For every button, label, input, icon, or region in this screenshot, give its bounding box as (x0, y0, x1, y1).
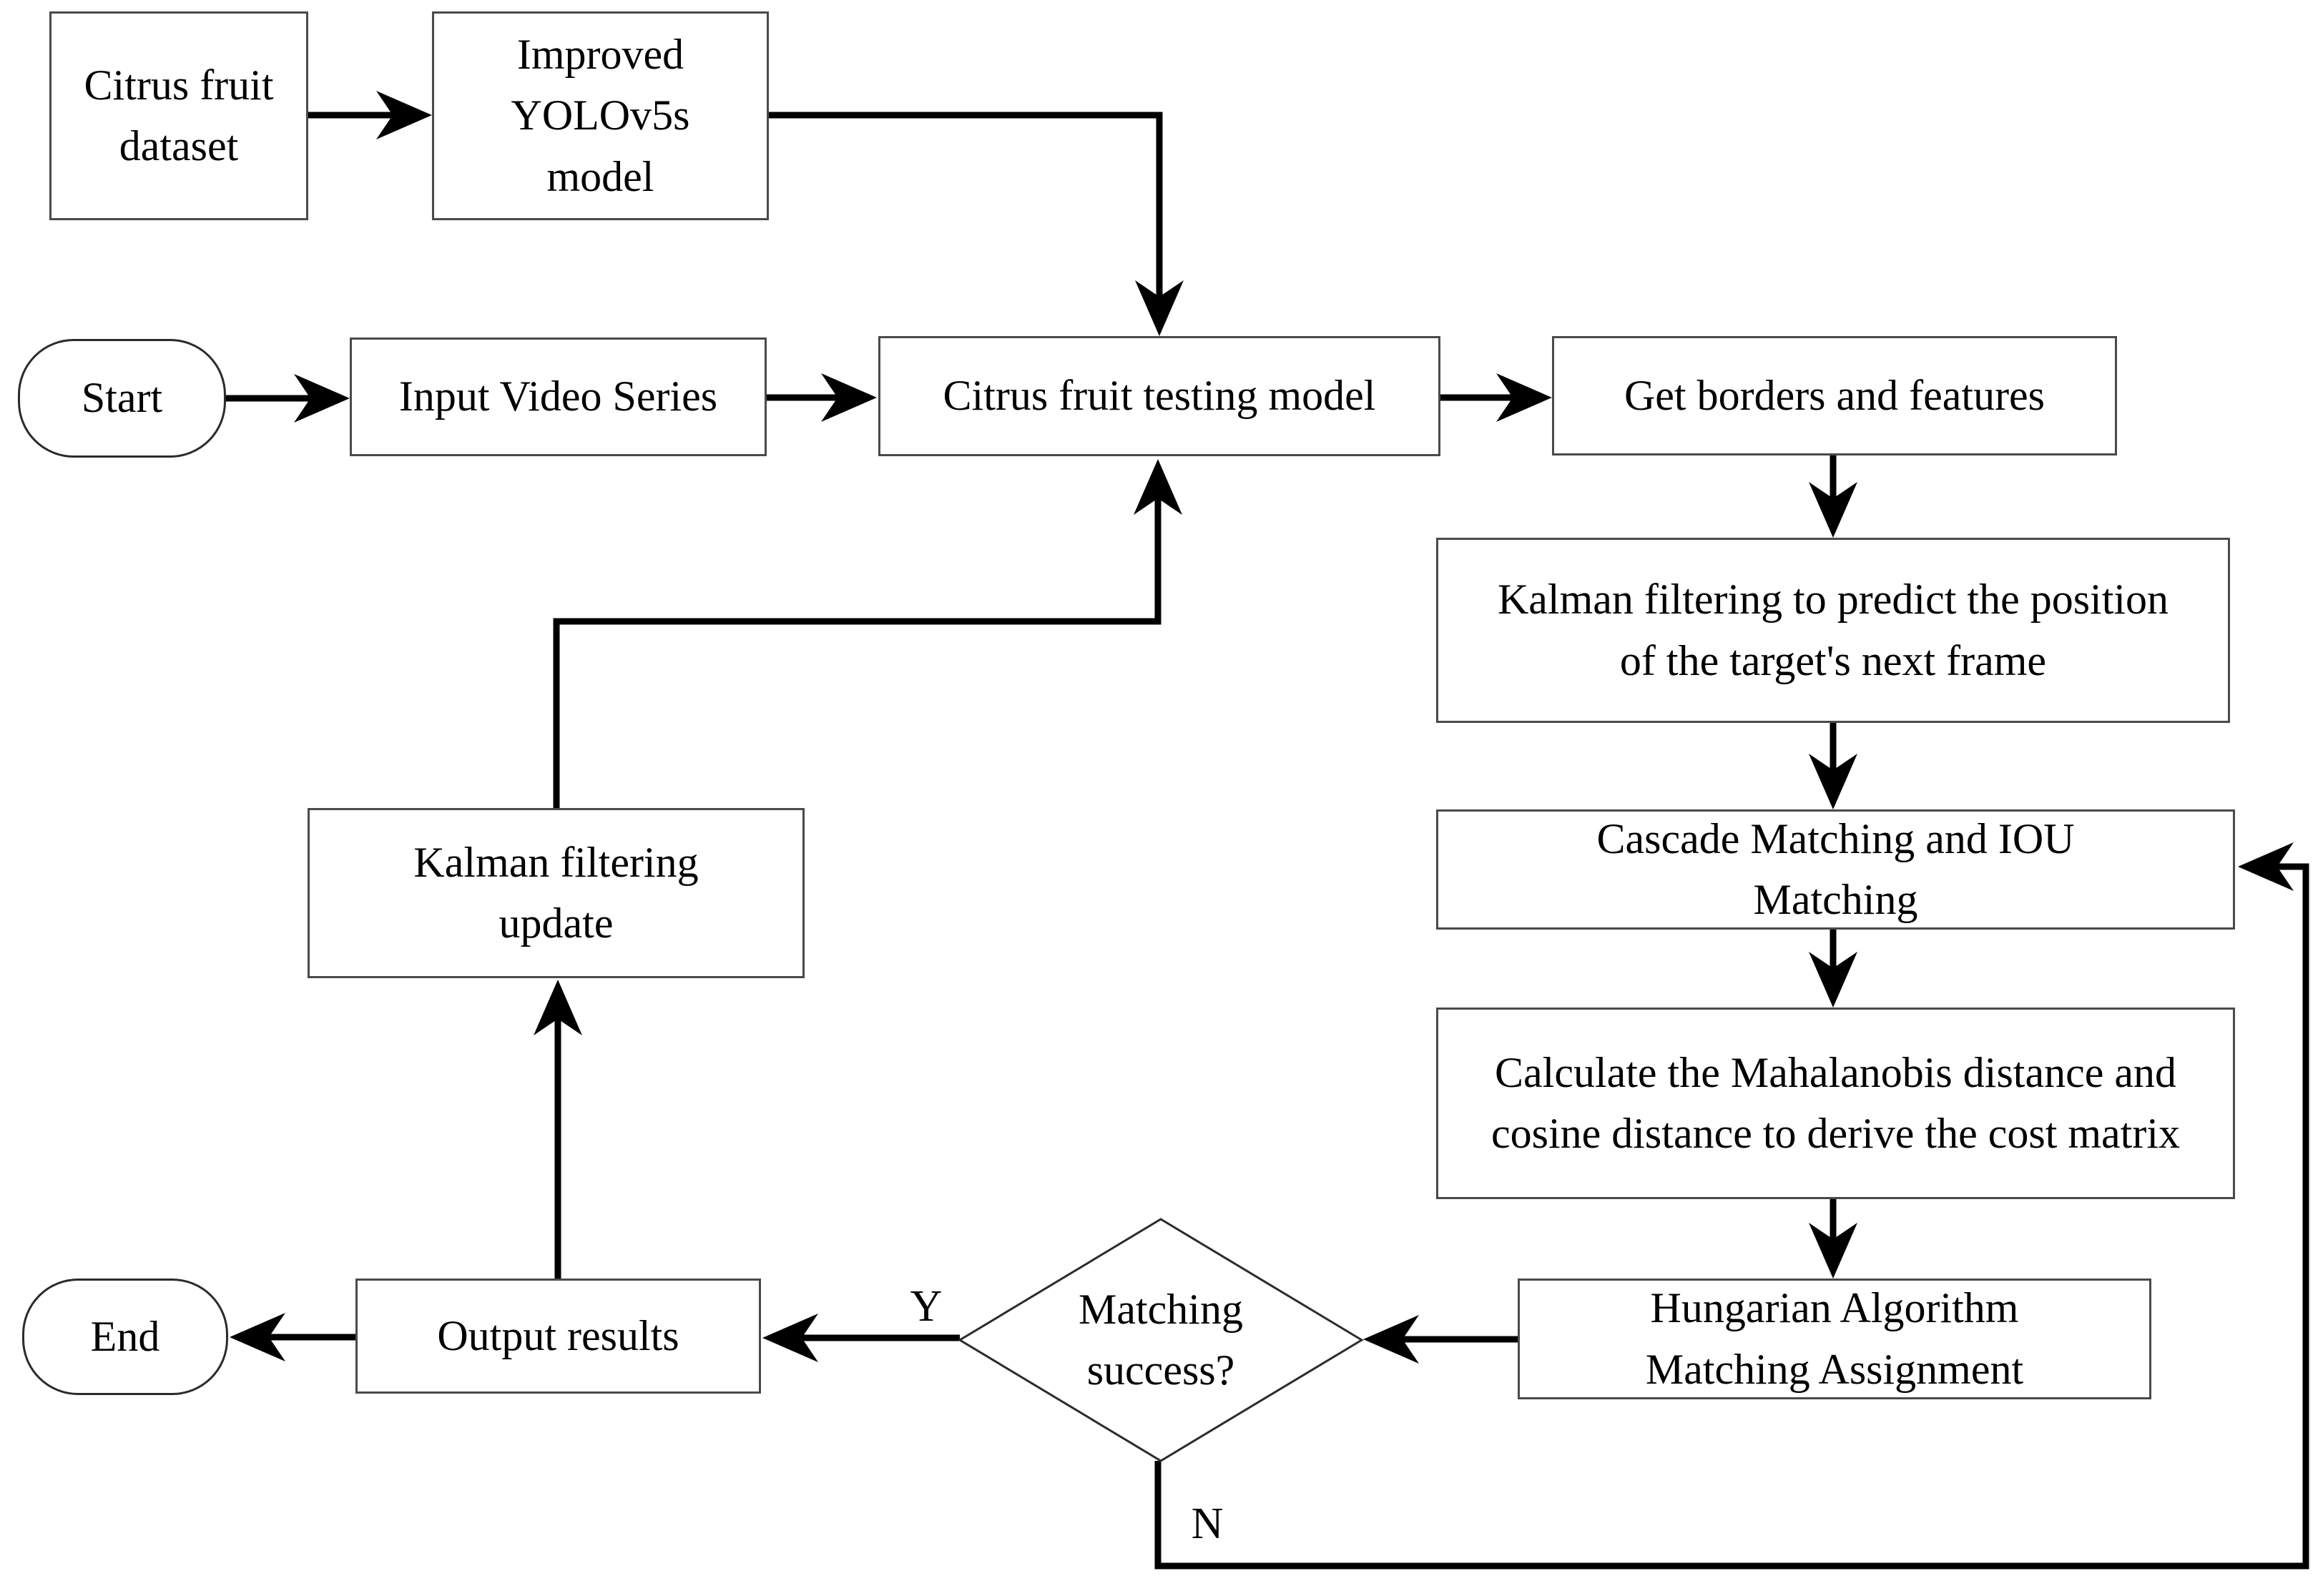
edge-label-yes: Y (890, 1280, 962, 1333)
node-decision-label-box: Matching success? (1011, 1269, 1311, 1412)
arrowhead-left-into-end (230, 1313, 285, 1361)
node-yolo-model-label: Improved YOLOv5s model (511, 31, 690, 200)
arrowhead-right-into-borders (1496, 373, 1552, 422)
node-citrus-dataset: Citrus fruit dataset (49, 11, 308, 220)
node-get-borders-label: Get borders and features (1624, 371, 2045, 419)
node-hungarian-label: Hungarian Algorithm Matching Assignment (1645, 1284, 2024, 1393)
arrowhead-up-into-kalmanupdate (534, 980, 582, 1035)
arrowhead-down-into-costmatrix (1809, 952, 1857, 1008)
node-output-results: Output results (355, 1279, 761, 1394)
node-kalman-predict: Kalman filtering to predict the position… (1436, 538, 2230, 723)
node-end: End (22, 1279, 228, 1395)
node-input-video-label: Input Video Series (398, 373, 718, 420)
arrowhead-down-into-cascade (1809, 754, 1857, 809)
arrowhead-down-into-kalmanpredict (1809, 482, 1857, 538)
node-cascade-matching-label: Cascade Matching and IOU Matching (1596, 814, 2075, 923)
arrowhead-right-into-input (294, 374, 350, 423)
node-citrus-dataset-label: Citrus fruit dataset (84, 61, 274, 169)
decision-diamond-shape (958, 1218, 1364, 1462)
node-testing-model: Citrus fruit testing model (878, 336, 1440, 456)
edge-decision-no-feedback (1154, 863, 2309, 1570)
arrowhead-left-into-cascade-feedback (2238, 842, 2294, 891)
arrowhead-down-into-testing (1135, 280, 1184, 336)
node-start-label: Start (81, 374, 163, 422)
node-cost-matrix: Calculate the Mahalanobis distance and c… (1436, 1008, 2235, 1199)
edge-yolo-to-testing (760, 112, 1163, 298)
node-decision-label: Matching success? (1079, 1285, 1243, 1394)
edge-label-yes-text: Y (910, 1281, 943, 1331)
node-output-results-label: Output results (437, 1311, 679, 1359)
node-cost-matrix-label: Calculate the Mahalanobis distance and c… (1490, 1048, 2181, 1157)
node-kalman-predict-label: Kalman filtering to predict the position… (1497, 576, 2169, 684)
edge-label-no: N (1172, 1497, 1243, 1550)
edge-kalmanupdate-to-testing (553, 496, 1162, 808)
node-testing-model-label: Citrus fruit testing model (943, 372, 1376, 420)
node-end-label: End (90, 1312, 160, 1360)
node-hungarian: Hungarian Algorithm Matching Assignment (1518, 1279, 2151, 1399)
edge-label-no-text: N (1191, 1499, 1224, 1548)
arrowhead-left-into-output (762, 1314, 818, 1362)
arrowhead-right-into-testing (821, 373, 877, 422)
node-kalman-update: Kalman filtering update (308, 808, 805, 978)
arrowhead-up-into-testing (1134, 459, 1182, 515)
node-input-video: Input Video Series (350, 338, 767, 456)
node-yolo-model: Improved YOLOv5s model (432, 11, 769, 220)
arrowhead-right-into-yolo (376, 91, 432, 139)
arrowhead-left-into-decision (1363, 1315, 1419, 1364)
node-cascade-matching: Cascade Matching and IOU Matching (1436, 809, 2235, 930)
node-start: Start (18, 339, 226, 458)
node-kalman-update-label: Kalman filtering update (413, 838, 699, 947)
arrowhead-down-into-hungarian (1809, 1223, 1857, 1279)
node-get-borders: Get borders and features (1552, 336, 2117, 455)
